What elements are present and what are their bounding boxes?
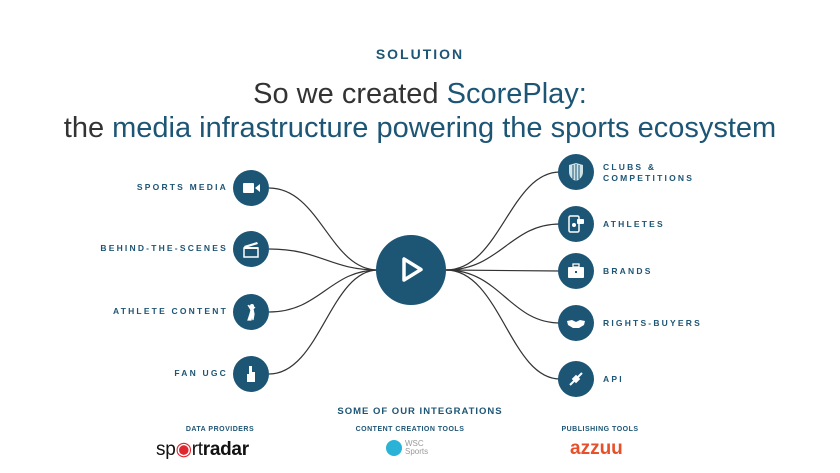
label-brands: BRANDS (603, 266, 653, 276)
clapperboard-icon (233, 231, 269, 267)
scoreplay-play-icon (376, 235, 446, 305)
briefcase-icon (558, 253, 594, 289)
wsc-logo-icon (386, 440, 402, 456)
video-camera-icon (233, 170, 269, 206)
section-kicker: SOLUTION (375, 46, 465, 62)
label-sports-media: SPORTS MEDIA (136, 182, 228, 192)
data-providers-title: DATA PROVIDERS (185, 426, 255, 433)
brand-name: ScorePlay: (446, 78, 587, 110)
title-line-2: the media infrastructure powering the sp… (0, 112, 840, 145)
title-text: the (63, 112, 113, 144)
handshake-icon (558, 305, 594, 341)
shield-icon (558, 154, 594, 190)
label-athlete-content: ATHLETE CONTENT (112, 306, 228, 316)
title-line-1: So we created ScorePlay: (0, 78, 840, 111)
label-behind-the-scenes: BEHIND-THE-SCENES (100, 243, 228, 253)
integrations-heading: SOME OF OUR INTEGRATIONS (337, 406, 503, 417)
title-text: So we created (253, 78, 447, 110)
label-fan-ugc: FAN UGC (174, 368, 228, 378)
label-line: CLUBS & (603, 162, 657, 172)
foam-finger-icon (233, 356, 269, 392)
publishing-tools-title: PUBLISHING TOOLS (561, 426, 639, 433)
sportradar-logo: sp◉rtradar (156, 439, 249, 460)
wsc-text: WSC (405, 439, 424, 448)
azzuu-logo: azzuu (570, 438, 623, 459)
title-highlight: media infrastructure powering the sports… (112, 112, 777, 144)
label-clubs-competitions: CLUBS &COMPETITIONS (603, 162, 694, 184)
content-creation-title: CONTENT CREATION TOOLS (355, 426, 465, 433)
label-line: COMPETITIONS (603, 173, 695, 183)
label-api: API (603, 374, 624, 384)
label-rights-buyers: RIGHTS-BUYERS (603, 318, 702, 328)
plug-icon (558, 361, 594, 397)
athlete-icon (233, 294, 269, 330)
phone-chat-icon (558, 206, 594, 242)
label-athletes: ATHLETES (603, 219, 665, 229)
sports-text: Sports (405, 447, 429, 456)
